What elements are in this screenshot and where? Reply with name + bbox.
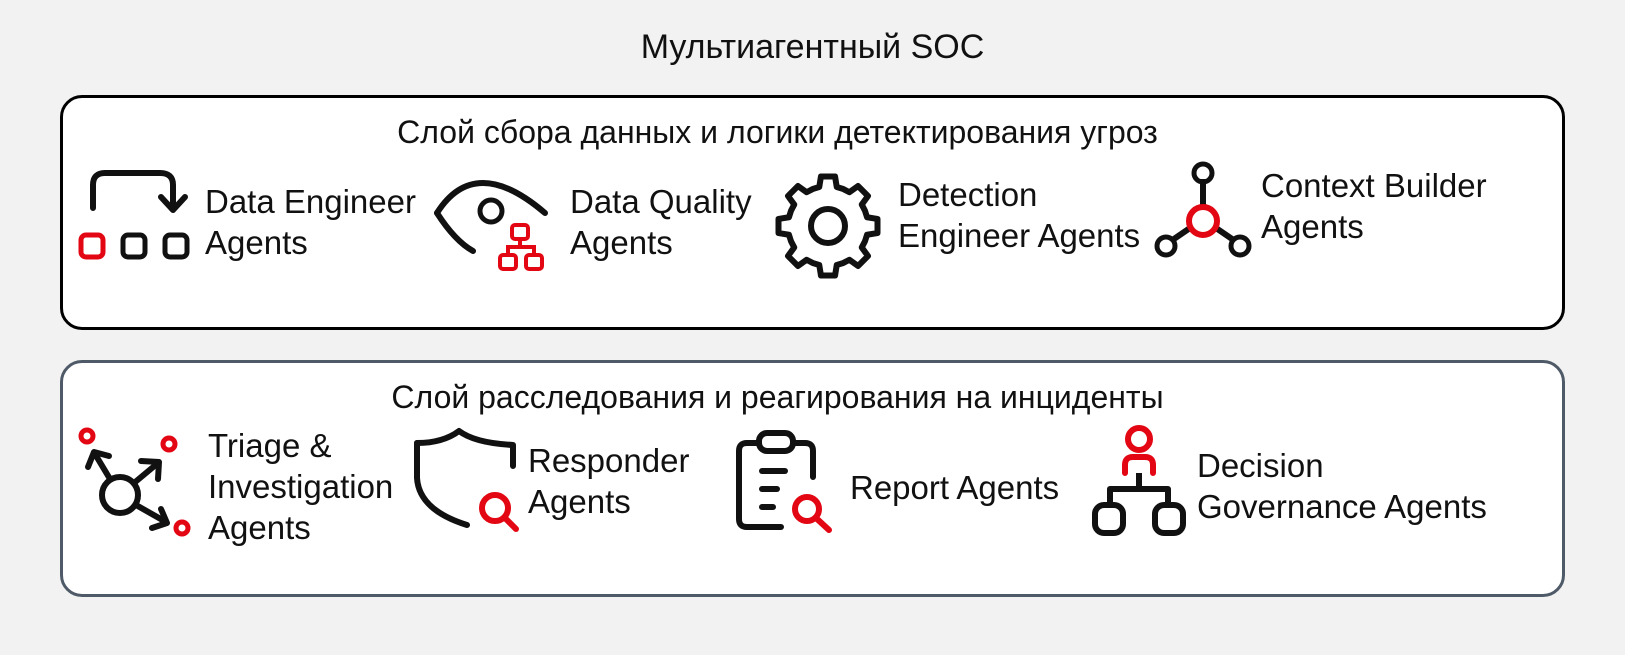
agent-label-line: Agents	[570, 224, 673, 261]
layer-title: Слой расследования и реагирования на инц…	[391, 379, 1164, 415]
org-hierarchy-icon	[1092, 425, 1186, 536]
agent-decision-governance: Decision Governance Agents	[1089, 425, 1534, 545]
layer-investigation-response: Слой расследования и реагирования на инц…	[60, 360, 1565, 597]
shield-search-icon	[414, 428, 519, 532]
agent-label-line: Report Agents	[850, 469, 1060, 506]
layer-title: Слой сбора данных и логики детектировани…	[397, 114, 1158, 150]
agent-label-line: Data Quality	[570, 183, 752, 220]
diagram-title: Мультиагентный SOC	[640, 28, 985, 66]
eye-network-icon	[434, 180, 548, 271]
agent-label-line: Governance Agents	[1197, 488, 1487, 525]
graph-nodes-icon	[1154, 161, 1252, 258]
triage-arrows-icon	[78, 427, 191, 537]
agent-data-engineer: Data Engineer Agents	[78, 163, 418, 263]
agent-label-line: Investigation	[208, 468, 394, 505]
agent-context-builder: Context Builder Agents	[1153, 161, 1573, 273]
agent-detection-engineer: Detection Engineer Agents	[768, 166, 1168, 286]
agent-label-line: Data Engineer	[205, 183, 416, 220]
agent-label-line: Responder	[528, 442, 690, 479]
pipeline-icon	[78, 170, 190, 260]
agent-label-line: Agents	[208, 509, 311, 546]
agent-label-line: Agents	[1261, 208, 1364, 245]
clipboard-search-icon	[736, 430, 832, 533]
agent-label-line: Detection	[898, 176, 1038, 213]
agent-label-line: Triage &	[208, 427, 332, 464]
agent-label-line: Agents	[205, 224, 308, 261]
agent-label-line: Agents	[528, 483, 631, 520]
gear-icon	[775, 173, 881, 279]
agent-data-quality: Data Quality Agents	[430, 163, 760, 278]
agent-triage-investigation: Triage & Investigation Agents	[78, 425, 418, 555]
agent-label-line: Context Builder	[1261, 167, 1487, 204]
agent-label-line: Engineer Agents	[898, 217, 1141, 254]
layer-data-collection: Слой сбора данных и логики детектировани…	[60, 95, 1565, 330]
agent-responder: Responder Agents	[414, 428, 735, 538]
agent-report: Report Agents	[735, 430, 1085, 541]
agent-label-line: Decision	[1197, 447, 1324, 484]
